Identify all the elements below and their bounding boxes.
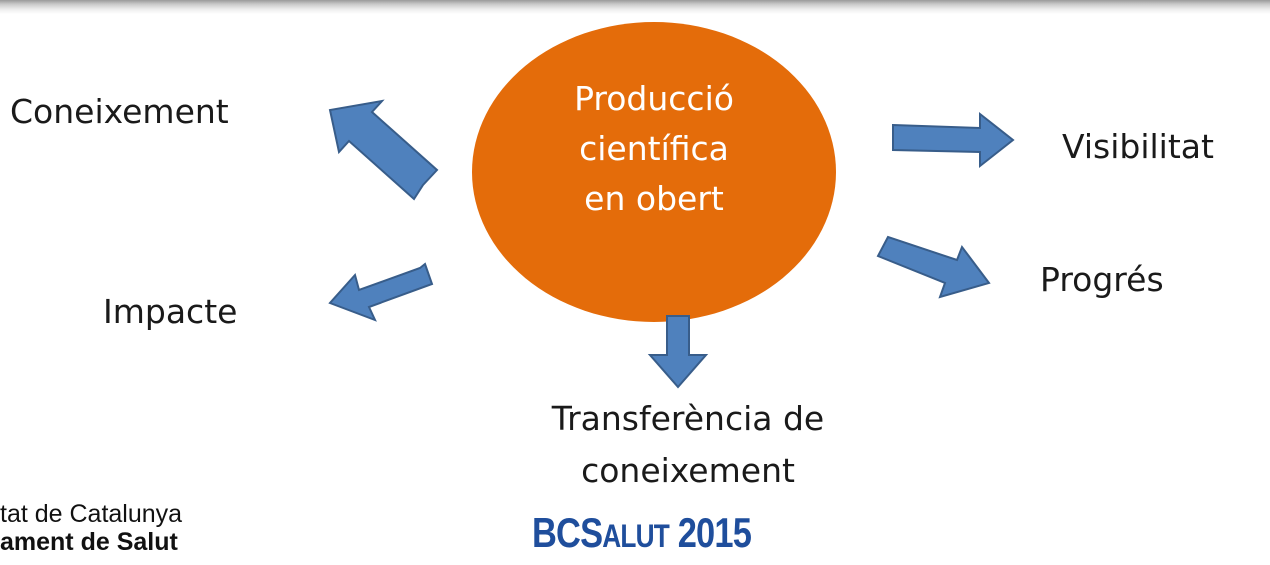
outcome-coneixement: Coneixement (10, 92, 229, 131)
outcome-impacte: Impacte (103, 292, 238, 331)
gencat-logo-line-2: ament de Salut (0, 528, 178, 556)
outcome-transferencia-line-1: Transferència de (551, 399, 825, 438)
center-label-line-1: Producció (574, 79, 734, 118)
top-shadow (0, 0, 1270, 14)
outcome-transferencia-line-2: coneixement (581, 451, 795, 490)
gencat-logo-line-1: tat de Catalunya (0, 500, 183, 528)
outcome-visibilitat: Visibilitat (1062, 127, 1214, 166)
center-circle (472, 22, 836, 322)
center-label-line-3: en obert (584, 179, 724, 218)
bcsalut-logo: BCSALUT 2015 (532, 509, 752, 559)
arrow-progres (876, 235, 991, 299)
outcome-transferencia: Transferència de coneixement (478, 393, 898, 497)
bcsalut-logo-small: ALUT (602, 518, 669, 554)
arrow-impacte (328, 262, 434, 322)
bcsalut-logo-big: BCS (532, 509, 603, 556)
outcome-progres: Progrés (1040, 260, 1164, 299)
arrow-transferencia (647, 315, 709, 389)
arrow-visibilitat (892, 111, 1015, 169)
center-label-line-2: científica (579, 129, 729, 168)
arrow-coneixement (328, 99, 439, 201)
gencat-logo-text: tat de Catalunya ament de Salut (0, 500, 182, 556)
bcsalut-logo-year: 2015 (677, 509, 752, 556)
center-label: Producció científica en obert (472, 74, 836, 224)
